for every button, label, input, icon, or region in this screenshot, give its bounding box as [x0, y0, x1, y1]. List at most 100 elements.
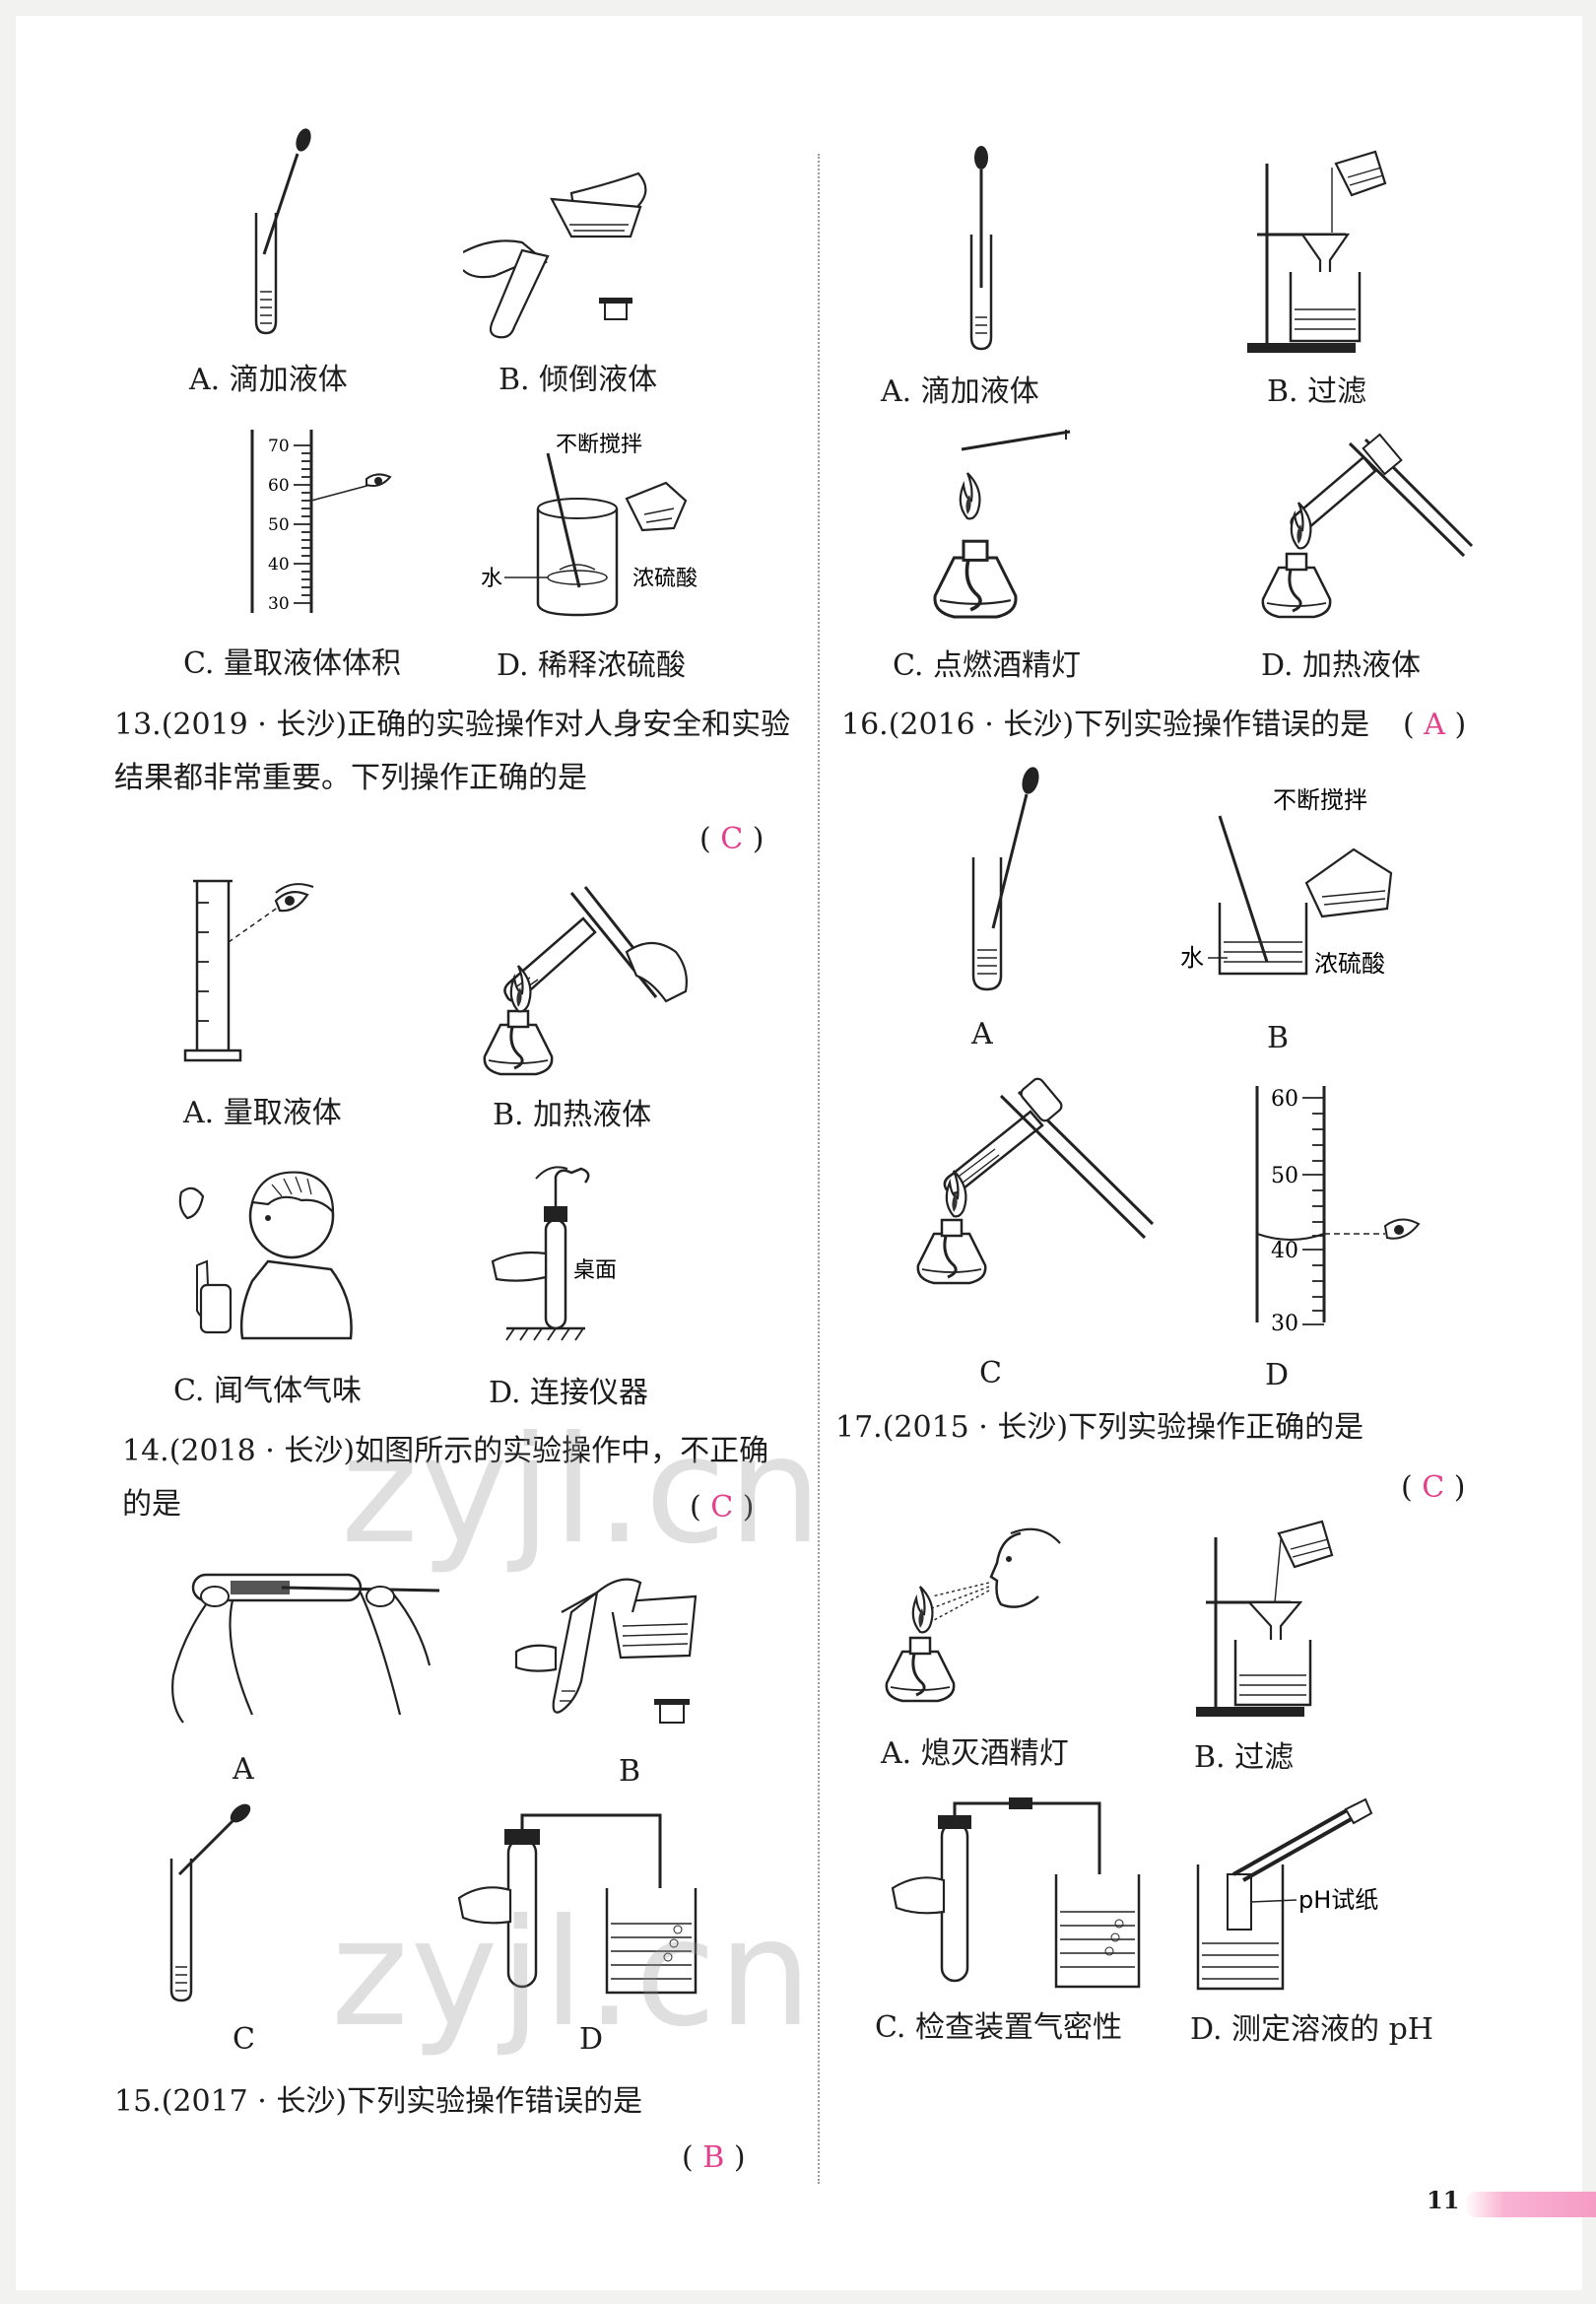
q12-fig-a-dropper — [254, 128, 311, 335]
q13-text: 正确的实验操作对人身安全和实验结果都非常重要。下列操作正确的是 — [114, 708, 791, 795]
q16-paren-close: ) — [1454, 708, 1467, 742]
q16-fig-d-cylinder: 60 50 40 30 — [1255, 1086, 1421, 1332]
q15-number: 15. — [114, 2084, 162, 2119]
q16-b-water-label: 水 — [1180, 944, 1204, 972]
q16-text: 下列实验操作错误的是 — [1074, 708, 1370, 742]
q16-stem: 16.(2016 · 长沙)下列实验操作错误的是 — [841, 699, 1551, 752]
q17-answer-letter: C — [1422, 1470, 1445, 1505]
q13-stem: 13.(2019 · 长沙)正确的实验操作对人身安全和实验结果都非常重要。下列操… — [114, 699, 794, 805]
q15-fig-d-heat — [1261, 433, 1474, 619]
q16-caption-b: B — [1267, 1021, 1290, 1055]
q13-paren-open: ( — [699, 822, 711, 856]
q16-fig-b-dilute: 不断搅拌 水 浓硫酸 — [1180, 786, 1393, 978]
q17-fig-c-airtight — [891, 1797, 1141, 1989]
q17-caption-b: B. 过滤 — [1194, 1740, 1295, 1775]
q15-caption-d: D. 加热液体 — [1261, 648, 1422, 683]
q15-fig-b-filter — [1247, 150, 1387, 353]
q15-caption-c: C. 点燃酒精灯 — [893, 648, 1081, 683]
q17-text: 下列实验操作正确的是 — [1068, 1410, 1364, 1445]
q16-fig-a-dropper — [971, 767, 1039, 991]
q12-caption-b: B. 倾倒液体 — [499, 363, 658, 397]
q16-d-tick-label: 60 — [1271, 1087, 1298, 1112]
q16-answer-letter: A — [1424, 708, 1445, 742]
q14-caption-c: C — [233, 2022, 255, 2057]
q14-fig-a-tube — [171, 1573, 440, 1724]
q17-paren-open: ( — [1401, 1470, 1413, 1505]
q15-stem: 15.(2017 · 长沙)下列实验操作错误的是 — [114, 2075, 804, 2129]
q13-paren-close: ) — [752, 822, 765, 856]
q15-text: 下列实验操作错误的是 — [347, 2084, 643, 2119]
q16-source: (2016 · 长沙) — [888, 708, 1075, 742]
watermark: zyjl.cn — [331, 1888, 815, 2060]
q12-d-acid-label: 浓硫酸 — [632, 567, 698, 591]
q14-paren-close: ) — [742, 1490, 755, 1525]
q14-number: 14. — [122, 1434, 169, 1468]
q16-b-stir-label: 不断搅拌 — [1273, 786, 1367, 814]
q12-fig-d-dilute: 不断搅拌 水 浓硫酸 — [481, 433, 698, 617]
q14-text: 如图所示的实验操作中，不正确的是 — [122, 1434, 769, 1522]
q16-answer: ( A ) — [1403, 708, 1466, 742]
q16-caption-c: C — [979, 1356, 1002, 1390]
q17-caption-a: A. 熄灭酒精灯 — [881, 1736, 1069, 1771]
q12-c-tick-label: 70 — [268, 437, 290, 456]
page-number: 11 — [1427, 2186, 1460, 2214]
q14-fig-c-dropper — [169, 1803, 251, 2002]
q13-fig-c-smell — [178, 1171, 353, 1340]
q12-caption-c: C. 量取液体体积 — [183, 646, 401, 681]
q12-d-stir-label: 不断搅拌 — [556, 433, 642, 457]
q17-answer: ( C ) — [1401, 1470, 1466, 1505]
q14-caption-d: D — [579, 2022, 604, 2057]
q17-d-ph-label: pH试纸 — [1298, 1886, 1378, 1914]
q16-d-tick-label: 30 — [1271, 1312, 1298, 1332]
q15-caption-a: A. 滴加液体 — [881, 374, 1039, 409]
q17-fig-b-filter — [1196, 1520, 1334, 1717]
q14-fig-d-airtight — [457, 1813, 698, 1995]
q17-caption-c: C. 检查装置气密性 — [875, 2010, 1122, 2045]
q16-caption-d: D — [1265, 1358, 1290, 1392]
q17-caption-d: D. 测定溶液的 pH — [1190, 2012, 1433, 2047]
q15-paren-close: ) — [733, 2140, 746, 2175]
q13-caption-a: A. 量取液体 — [183, 1096, 342, 1130]
q14-stem: 14.(2018 · 长沙)如图所示的实验操作中，不正确的是 — [122, 1425, 792, 1531]
q12-c-tick-label: 60 — [268, 476, 290, 496]
q12-c-tick-label: 30 — [268, 594, 290, 614]
q13-fig-b-heating — [483, 886, 688, 1076]
q15-source: (2017 · 长沙) — [161, 2084, 348, 2119]
q15-fig-a-dropper — [969, 146, 993, 351]
q17-fig-a-extinguish — [885, 1527, 1061, 1703]
q13-fig-d-connect: 桌面 — [491, 1166, 617, 1341]
q14-caption-b: B — [619, 1754, 641, 1789]
page: A. 滴加液体 B. 倾倒液体 70 60 50 40 30 C. 量取液体体积… — [16, 16, 1596, 2290]
q14-answer-letter: C — [710, 1490, 734, 1525]
q16-b-acid-label: 浓硫酸 — [1314, 950, 1385, 978]
page-number-bar — [1464, 2192, 1596, 2217]
q13-caption-d: D. 连接仪器 — [489, 1376, 649, 1410]
watermark: zyjl.cn — [341, 1405, 825, 1577]
q14-source: (2018 · 长沙) — [168, 1434, 356, 1468]
q13-source: (2019 · 长沙) — [161, 708, 348, 742]
q13-number: 13. — [114, 708, 162, 742]
q14-fig-b-pour — [514, 1578, 698, 1724]
q12-caption-a: A. 滴加液体 — [189, 363, 348, 397]
q17-stem: 17.(2015 · 长沙)下列实验操作正确的是 — [835, 1401, 1545, 1455]
q15-caption-b: B. 过滤 — [1267, 374, 1367, 409]
q12-fig-b-pouring — [463, 171, 647, 339]
q13-caption-c: C. 闻气体气味 — [173, 1374, 362, 1408]
q13-answer: ( C ) — [699, 822, 765, 856]
column-divider — [818, 154, 820, 2184]
q17-source: (2015 · 长沙) — [882, 1410, 1069, 1445]
q13-answer-letter: C — [720, 822, 744, 856]
q17-number: 17. — [835, 1410, 883, 1445]
q13-d-desk-label: 桌面 — [573, 1258, 617, 1283]
q12-c-tick-label: 50 — [268, 515, 290, 535]
q16-paren-open: ( — [1403, 708, 1415, 742]
q16-d-tick-label: 50 — [1271, 1164, 1298, 1188]
q13-fig-a-cylinder — [183, 879, 314, 1062]
q15-answer-letter: B — [702, 2140, 725, 2175]
q15-fig-c-light-lamp — [933, 430, 1071, 619]
q12-d-water-label: 水 — [481, 567, 502, 591]
q14-caption-a: A — [233, 1752, 254, 1787]
q15-answer: ( B ) — [682, 2140, 746, 2175]
q16-caption-a: A — [971, 1017, 993, 1051]
q16-number: 16. — [841, 708, 889, 742]
